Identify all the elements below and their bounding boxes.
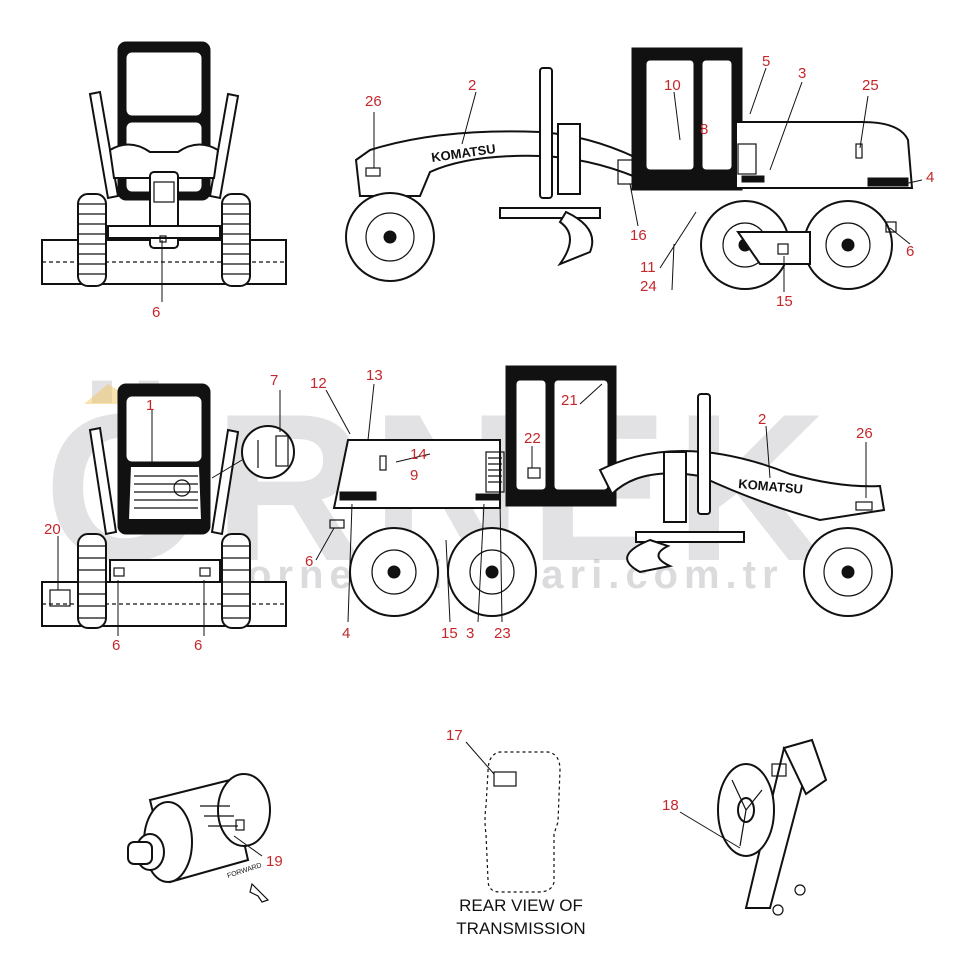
steering-column [717, 738, 828, 916]
callout-label: 6 [906, 243, 914, 260]
transmission-rear-view: REAR VIEW OF TRANSMISSION [456, 751, 586, 938]
callout-label: 8 [700, 121, 708, 138]
callout-label: 23 [494, 625, 511, 642]
callout-label: 6 [194, 637, 202, 654]
callout-label: 6 [152, 304, 160, 321]
callout-label: 15 [776, 293, 793, 310]
callout-label: 21 [561, 392, 578, 409]
front-view-top [41, 41, 287, 287]
callout-label: 6 [305, 553, 313, 570]
callout-label: 9 [410, 467, 418, 484]
callout-label: 2 [468, 77, 476, 94]
callout-label: 5 [762, 53, 770, 70]
callout-label: 15 [441, 625, 458, 642]
callout-label: 25 [862, 77, 879, 94]
callout-label: 2 [758, 411, 766, 428]
leader-lines [57, 67, 923, 857]
motor-component: FORWARD [127, 773, 271, 903]
caption-line2: TRANSMISSION [456, 919, 585, 938]
callout-label: 13 [366, 367, 383, 384]
callout-label: 14 [410, 446, 427, 463]
callout-label: 10 [664, 77, 681, 94]
callout-label: 7 [270, 372, 278, 389]
callout-label: 11 [640, 259, 656, 276]
caption-line1: REAR VIEW OF [459, 896, 583, 915]
callout-labels: 6 26 2 10 5 3 25 8 4 16 11 24 15 6 7 12 … [44, 53, 934, 870]
callout-label: 24 [640, 278, 657, 295]
callout-label: 20 [44, 521, 61, 538]
callout-label: 12 [310, 375, 327, 392]
callout-label: 4 [926, 169, 934, 186]
callout-label: 22 [524, 430, 541, 447]
callout-label: 17 [446, 727, 463, 744]
callout-label: 26 [365, 93, 382, 110]
callout-label: 18 [662, 797, 679, 814]
callout-label: 3 [798, 65, 806, 82]
callout-label: 1 [146, 397, 154, 414]
callout-label: 19 [266, 853, 283, 870]
callout-label: 6 [112, 637, 120, 654]
callout-label: 26 [856, 425, 873, 442]
brand-label-2: KOMATSU [738, 476, 804, 497]
rear-view-middle [41, 383, 295, 629]
callout-label: 4 [342, 625, 350, 642]
callout-label: 3 [466, 625, 474, 642]
side-view-top: KOMATSU [345, 47, 914, 290]
callout-label: 16 [630, 227, 647, 244]
